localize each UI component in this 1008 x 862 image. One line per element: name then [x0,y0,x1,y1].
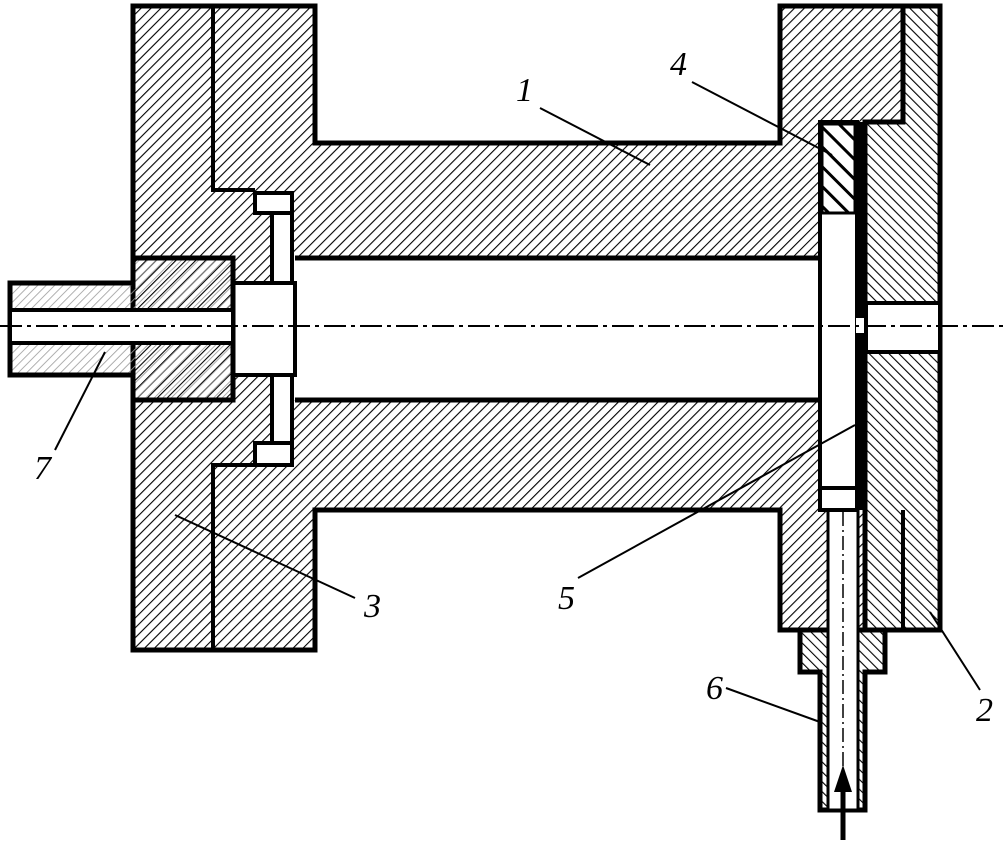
plate-5 [855,122,866,510]
insert-4 [820,122,857,215]
leader-line-3 [174,514,356,599]
groove-top-slot [253,191,294,215]
outlet-hole [864,301,942,354]
leader-line-7 [54,351,106,451]
plate-5-orifice [856,318,865,333]
inlet-chamber [231,281,297,377]
label-part-2: 2 [976,692,993,729]
label-part-3: 3 [364,588,381,625]
leader-line-2 [929,611,981,691]
leader-line-4 [691,81,833,156]
flow-arrow-icon [834,765,852,792]
leader-line-1 [539,107,651,166]
label-part-7: 7 [34,450,51,487]
groove-bottom-slot [253,441,294,467]
label-part-5: 5 [558,580,575,617]
leader-line-5 [577,424,856,579]
left-flange-3-outline [211,6,255,650]
label-part-1: 1 [516,72,533,109]
leader-line-6 [725,687,821,723]
label-part-6: 6 [706,670,723,707]
groove-top-channel [270,211,294,285]
groove-bottom-channel [270,373,294,445]
label-part-4: 4 [670,46,687,83]
central-bore [272,258,820,400]
